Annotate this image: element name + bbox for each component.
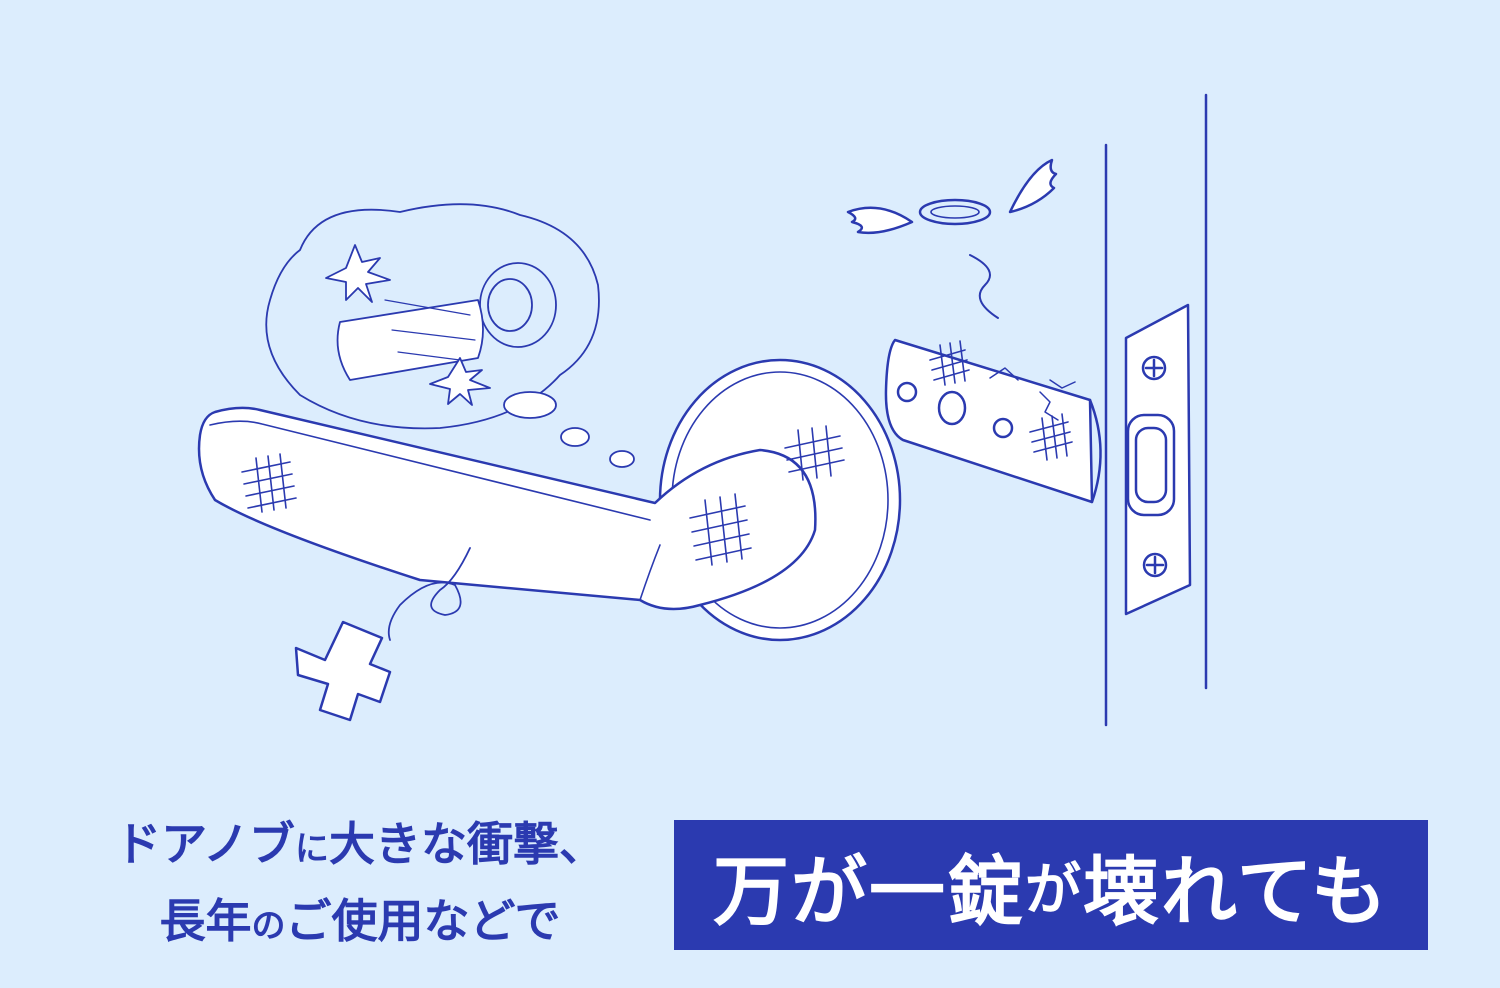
headline-box: 万が一錠が壊れても [674,820,1428,950]
headline-part2: が [1025,857,1084,923]
caption-line-1-part2: に [294,829,329,869]
bandage-cross-icon [294,620,392,722]
caption-line-2-part1: 長年 [159,894,252,948]
thought-bubble [265,203,635,468]
caption-line-2: 長年のご使用などで [40,885,680,962]
door-lever-handle [197,406,845,641]
caption-line-2-part3: ご使用などで [285,894,561,948]
caption-line-1: ドアノブに大きな衝撃、 [40,808,680,885]
headline-part1: 万が一錠 [713,847,1026,936]
caption-line-1-part3: 大きな衝撃、 [328,817,605,871]
angel-halo-icon [918,198,999,319]
strike-plate [1124,303,1192,616]
caption-line-1-part1: ドアノブ [115,817,295,871]
door-edge [1104,93,1208,727]
latch-bolt [884,338,1102,504]
sparkle-icon [325,244,391,303]
caption-text: ドアノブに大きな衝撃、 長年のご使用などで [40,808,680,962]
angel-wing-icon [846,158,1058,235]
headline-part3: 壊れても [1083,847,1389,936]
caption-line-2-part2: の [251,906,286,946]
illustration [197,93,1208,727]
sparkle-icon [429,357,491,406]
